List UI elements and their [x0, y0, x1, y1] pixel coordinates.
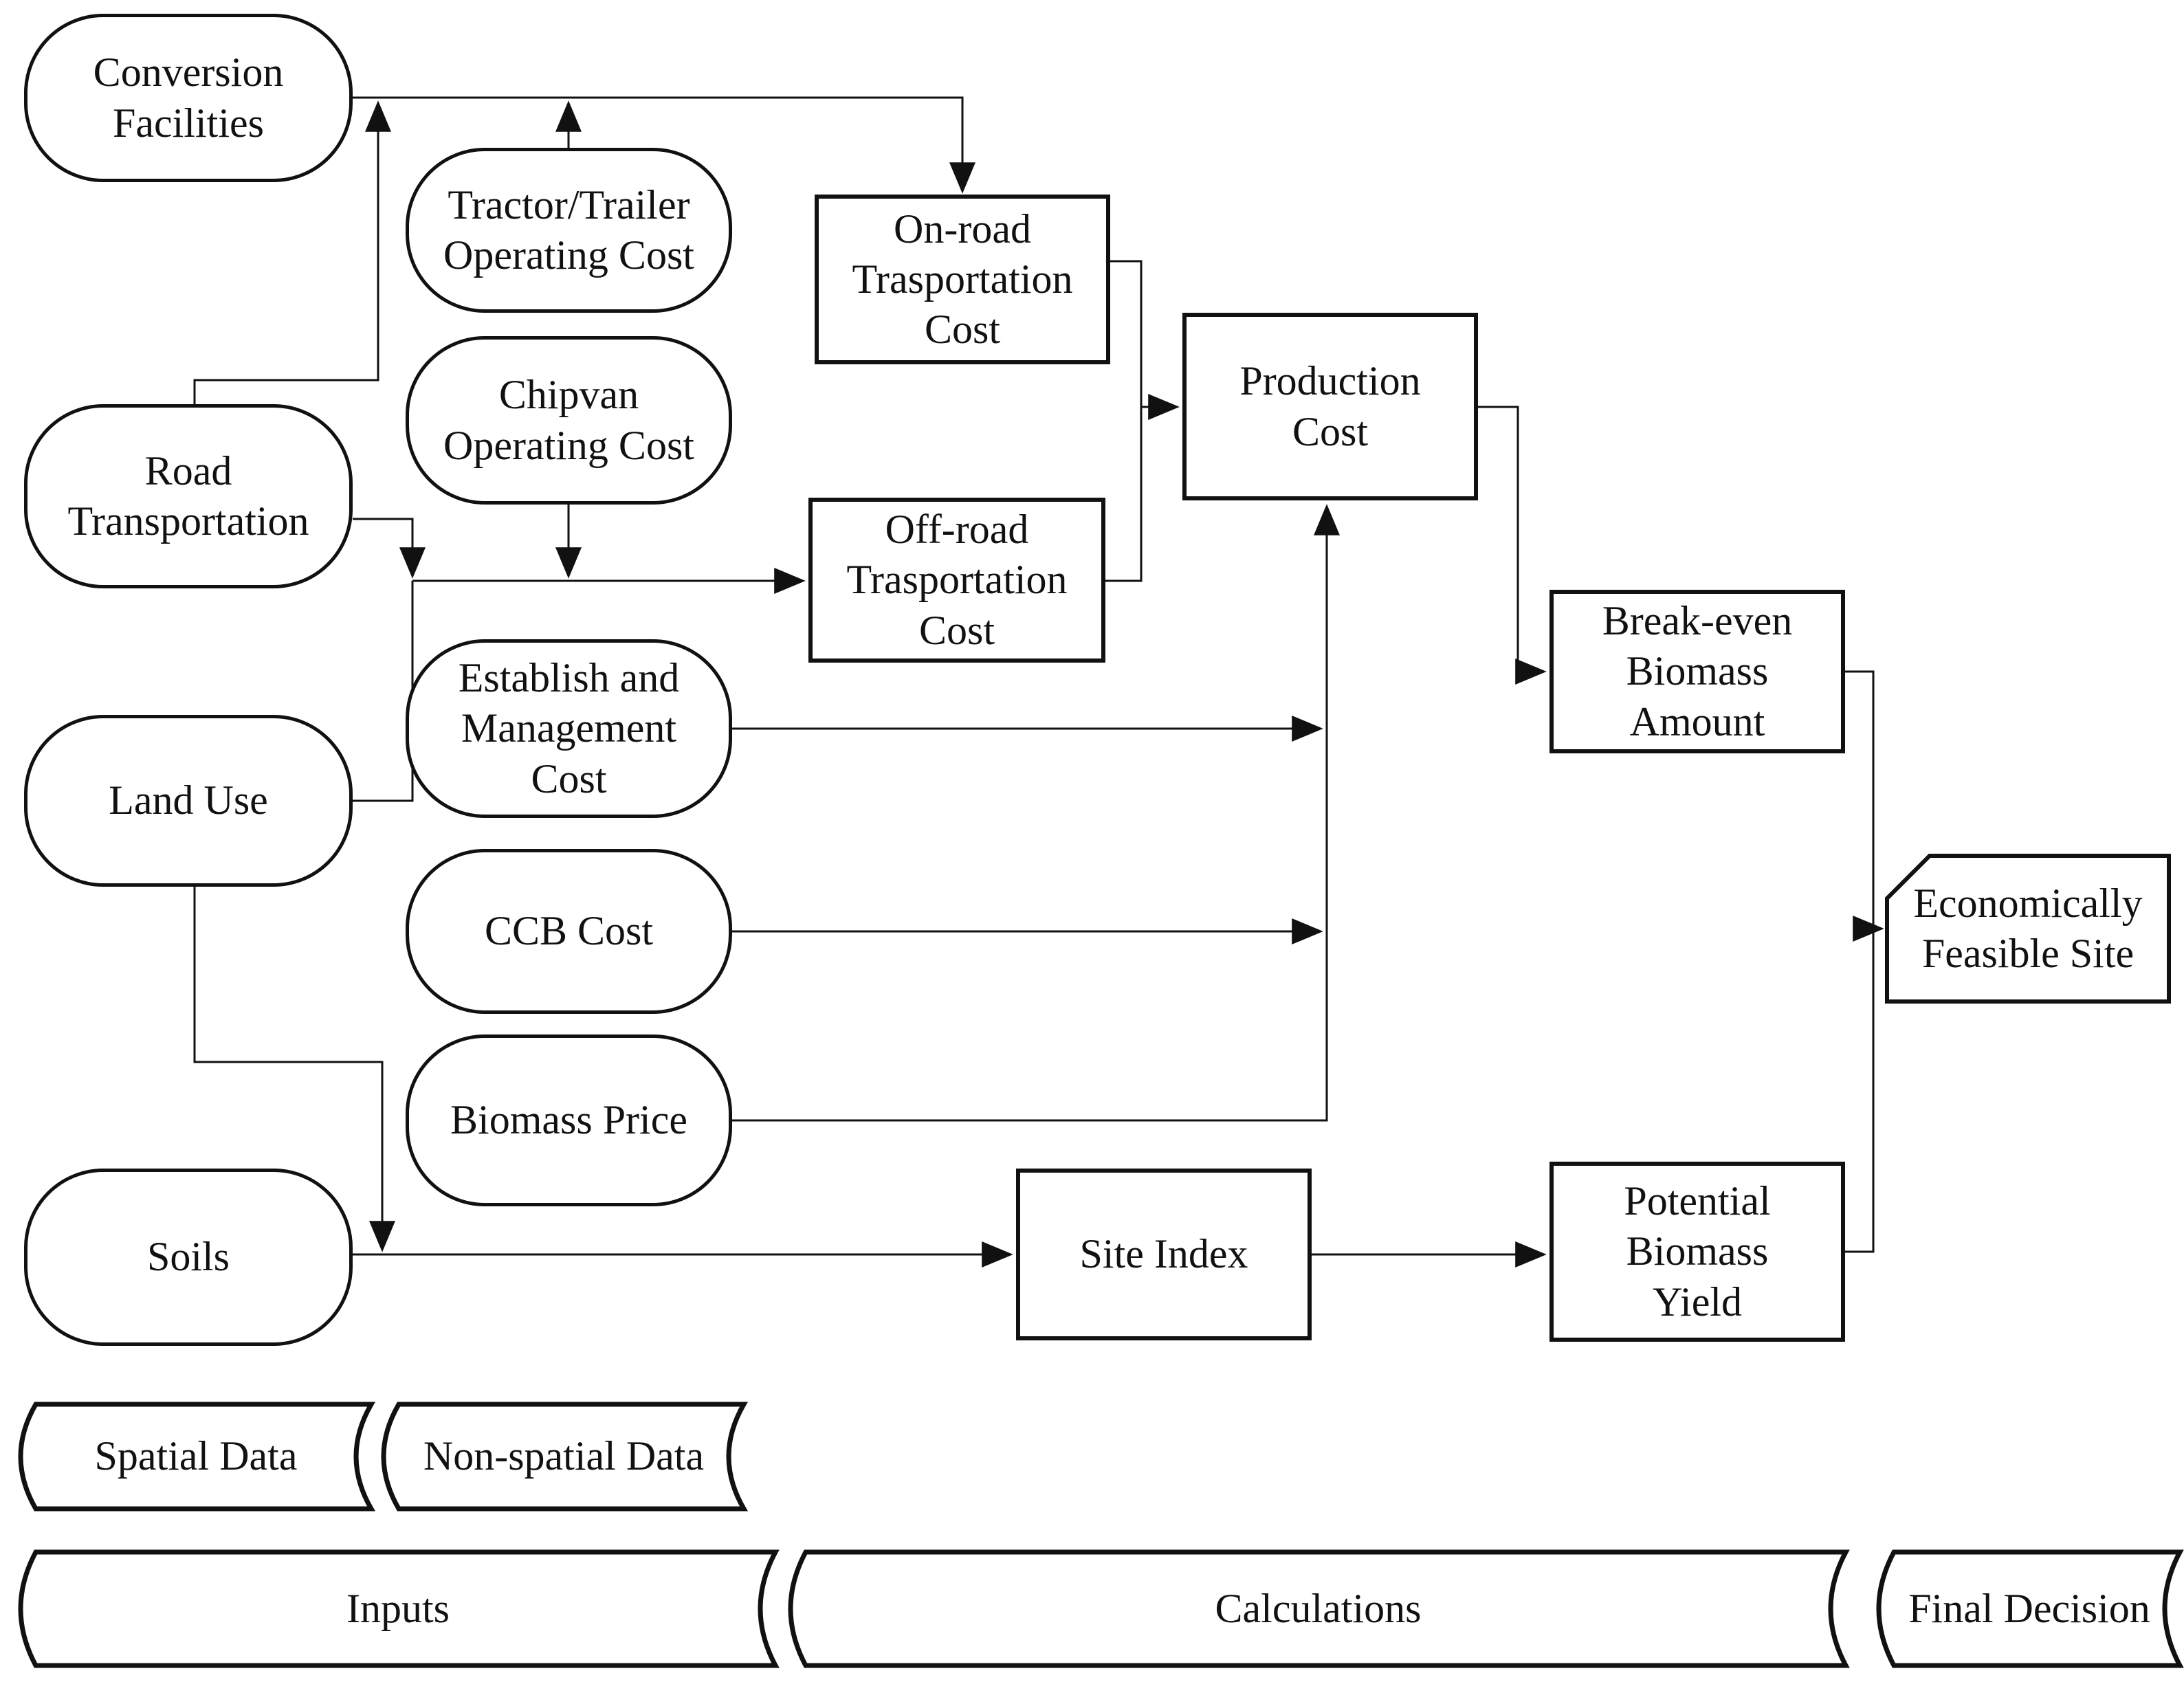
node-production-cost-label: Production Cost — [1239, 358, 1421, 454]
node-ccb-cost-label: CCB Cost — [484, 908, 654, 954]
node-chipvan-label: Chipvan Operating Cost — [443, 372, 694, 468]
node-establish-management-cost: Establish and Management Cost — [406, 639, 732, 818]
node-break-even-label: Break-even Biomass Amount — [1602, 598, 1793, 744]
node-road-transportation-label: Road Transportation — [67, 447, 309, 544]
node-production-cost: Production Cost — [1182, 313, 1478, 500]
node-chipvan-operating-cost: Chipvan Operating Cost — [406, 336, 732, 505]
connector-potentialyield-to-econfeasible — [1845, 929, 1875, 1253]
node-land-use: Land Use — [24, 715, 353, 887]
card-shape — [1885, 854, 2171, 1004]
legend-calculations-label: Calculations — [1215, 1585, 1422, 1631]
legend-calculations: Calculations — [788, 1549, 1850, 1668]
node-conversion-facilities-label: Conversion Facilities — [93, 49, 284, 146]
stored-data-shape — [18, 1402, 376, 1512]
node-establish-management-label: Establish and Management Cost — [458, 655, 680, 801]
node-biomass-price: Biomass Price — [406, 1034, 732, 1206]
connector-conversion-to-onroad — [353, 96, 975, 194]
legend-final-decision-label: Final Decision — [1908, 1585, 2150, 1631]
node-economically-feasible-site: Economically Feasible Site — [1885, 854, 2171, 1004]
node-biomass-price-label: Biomass Price — [450, 1097, 687, 1143]
connector-roadtransport-to-offroad-junction — [353, 518, 426, 579]
node-tractor-trailer-operating-cost: Tractor/Trailer Operating Cost — [406, 148, 732, 313]
node-onroad-transportation-cost: On-road Trasportation Cost — [815, 195, 1110, 364]
connector-offroad-to-production — [1105, 407, 1143, 582]
node-offroad-transportation-cost: Off-road Trasportation Cost — [808, 498, 1105, 663]
legend-final-decision: Final Decision — [1876, 1549, 2184, 1668]
node-onroad-label: On-road Trasportation Cost — [852, 206, 1073, 353]
legend-spatial-data: Spatial Data — [18, 1402, 376, 1512]
node-land-use-label: Land Use — [109, 777, 268, 823]
stored-data-shape — [1876, 1549, 2184, 1668]
node-soils-label: Soils — [146, 1234, 230, 1280]
connector-landuse-to-siteindex-line — [193, 887, 395, 1252]
legend-non-spatial-data: Non-spatial Data — [381, 1402, 749, 1512]
node-offroad-label: Off-road Trasportation Cost — [846, 507, 1068, 653]
node-site-index: Site Index — [1016, 1169, 1312, 1340]
node-soils: Soils — [24, 1169, 353, 1346]
connector-roadtransport-to-onroad-line — [193, 100, 391, 404]
connector-biomassprice-to-production — [732, 504, 1340, 1122]
node-potential-yield-label: Potential Biomass Yield — [1624, 1178, 1771, 1325]
node-ccb-cost: CCB Cost — [406, 849, 732, 1014]
legend-non-spatial-data-label: Non-spatial Data — [423, 1433, 705, 1479]
node-site-index-label: Site Index — [1079, 1231, 1248, 1277]
stored-data-shape — [381, 1402, 749, 1512]
connector-production-to-breakeven — [1478, 406, 1547, 685]
connector-landuse-to-offroad-junction — [353, 581, 414, 802]
node-road-transportation: Road Transportation — [24, 404, 353, 588]
node-tractor-trailer-label: Tractor/Trailer Operating Cost — [443, 181, 694, 278]
node-econ-feasible-label: Economically Feasible Site — [1913, 880, 2143, 976]
stored-data-shape — [788, 1549, 1850, 1668]
legend-inputs: Inputs — [18, 1549, 780, 1668]
connector-breakeven-to-econfeasible — [1845, 670, 1884, 942]
stored-data-shape — [18, 1549, 780, 1668]
legend-spatial-data-label: Spatial Data — [94, 1433, 298, 1479]
legend-inputs-label: Inputs — [346, 1585, 450, 1631]
node-break-even-biomass-amount: Break-even Biomass Amount — [1549, 590, 1845, 753]
node-potential-biomass-yield: Potential Biomass Yield — [1549, 1162, 1845, 1342]
connector-onroad-to-production — [1110, 260, 1180, 420]
node-conversion-facilities: Conversion Facilities — [24, 14, 353, 182]
